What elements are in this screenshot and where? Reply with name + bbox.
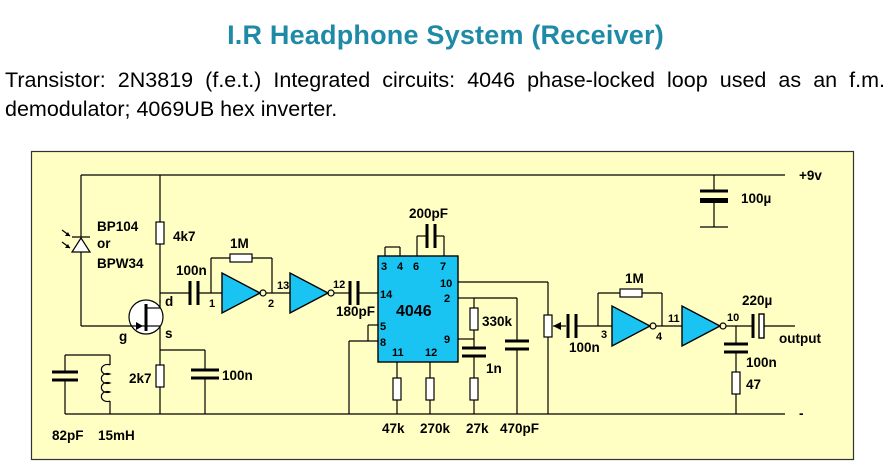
ic-4046 bbox=[377, 255, 459, 363]
capacitor-source-label: 100n bbox=[222, 368, 253, 383]
capacitor-220u-label: 220µ bbox=[742, 293, 772, 308]
resistor-47 bbox=[731, 371, 741, 395]
resistor-feedback-1m-c bbox=[619, 288, 643, 298]
inverter-c-in-pin: 3 bbox=[601, 329, 607, 341]
inverter-c bbox=[611, 304, 652, 348]
capacitor-200pf-label: 200pF bbox=[409, 206, 448, 221]
fet-drain-label: d bbox=[165, 294, 173, 309]
resistor-27k-label: 27k bbox=[466, 421, 489, 436]
inverter-b-in-pin: 13 bbox=[277, 280, 289, 292]
inverter-d-in-pin: 11 bbox=[668, 313, 680, 325]
positive-rail-label: +9v bbox=[799, 168, 822, 183]
capacitor-supply-label: 100µ bbox=[741, 191, 771, 206]
ic-pin-11: 11 bbox=[392, 347, 404, 359]
resistor-27k bbox=[469, 377, 479, 401]
inverter-b bbox=[289, 271, 330, 315]
description: Transistor: 2N3819 (f.e.t.) Integrated c… bbox=[5, 68, 885, 121]
capacitor-470pf-label: 470pF bbox=[500, 421, 539, 436]
inverter-a-in-pin: 1 bbox=[209, 298, 215, 310]
capacitor-180pf bbox=[348, 281, 360, 305]
fet-gate-label: g bbox=[119, 329, 127, 344]
inverter-c-out-pin: 4 bbox=[656, 331, 663, 343]
ic-pin-2: 2 bbox=[444, 293, 450, 305]
inverter-d bbox=[681, 304, 722, 348]
ic-pin-9: 9 bbox=[444, 334, 450, 346]
capacitor-200pf bbox=[425, 224, 437, 248]
ic-pin-6: 6 bbox=[413, 261, 419, 273]
fet-transistor bbox=[81, 299, 164, 335]
photodiode-label-2: or bbox=[97, 236, 111, 251]
resistor-4k7-label: 4k7 bbox=[173, 229, 196, 244]
ic-4046-name: 4046 bbox=[396, 303, 432, 320]
resistor-feedback-c-label: 1M bbox=[625, 271, 644, 286]
resistor-47k-label: 47k bbox=[382, 421, 405, 436]
ic-pin-4: 4 bbox=[397, 261, 404, 273]
capacitor-180pf-label: 180pF bbox=[336, 304, 375, 319]
capacitor-82pf-label: 82pF bbox=[52, 428, 84, 443]
ic-pin-7: 7 bbox=[440, 261, 446, 273]
inverter-a-out-pin: 2 bbox=[268, 298, 274, 310]
fet-source-label: s bbox=[165, 326, 173, 341]
resistor-4k7 bbox=[155, 221, 165, 245]
potentiometer bbox=[543, 314, 553, 338]
capacitor-coupling-100n bbox=[188, 281, 200, 305]
resistor-feedback-1m-a bbox=[229, 253, 253, 263]
resistor-330k-label: 330k bbox=[482, 314, 513, 329]
capacitor-input-100n bbox=[566, 314, 578, 338]
resistor-330k bbox=[469, 307, 479, 331]
capacitor-out-shunt-label: 100n bbox=[746, 355, 777, 370]
photodiode-label-3: BPW34 bbox=[97, 256, 144, 271]
capacitor-input-100n-label: 100n bbox=[569, 340, 600, 355]
ic-pin-5: 5 bbox=[380, 321, 386, 333]
resistor-47-label: 47 bbox=[746, 377, 761, 392]
inductor-15mh bbox=[100, 363, 112, 403]
ic-pin-10: 10 bbox=[440, 278, 452, 290]
inverter-a bbox=[221, 271, 262, 315]
negative-rail-label: - bbox=[799, 406, 804, 421]
ic-pin-12: 12 bbox=[425, 347, 437, 359]
capacitor-1n-label: 1n bbox=[486, 361, 502, 376]
resistor-270k bbox=[425, 377, 435, 401]
photodiode-label-1: BP104 bbox=[97, 219, 139, 234]
ic-pin-3: 3 bbox=[381, 261, 387, 273]
resistor-47k bbox=[392, 377, 402, 401]
page-title: I.R Headphone System (Receiver) bbox=[227, 20, 664, 50]
ic-pin-14: 14 bbox=[380, 289, 393, 301]
resistor-270k-label: 270k bbox=[420, 421, 451, 436]
inverter-b-out-pin: 12 bbox=[333, 279, 345, 291]
ic-pin-8: 8 bbox=[380, 337, 386, 349]
capacitor-supply-100u bbox=[700, 189, 728, 203]
capacitor-coupling-label: 100n bbox=[176, 263, 207, 278]
inverter-d-out-pin: 10 bbox=[727, 312, 739, 324]
output-label: output bbox=[779, 331, 821, 346]
resistor-2k7 bbox=[155, 364, 165, 388]
resistor-2k7-label: 2k7 bbox=[129, 371, 152, 386]
inductor-15mh-label: 15mH bbox=[98, 428, 135, 443]
photodiode bbox=[61, 175, 92, 326]
resistor-feedback-a-label: 1M bbox=[230, 236, 249, 251]
